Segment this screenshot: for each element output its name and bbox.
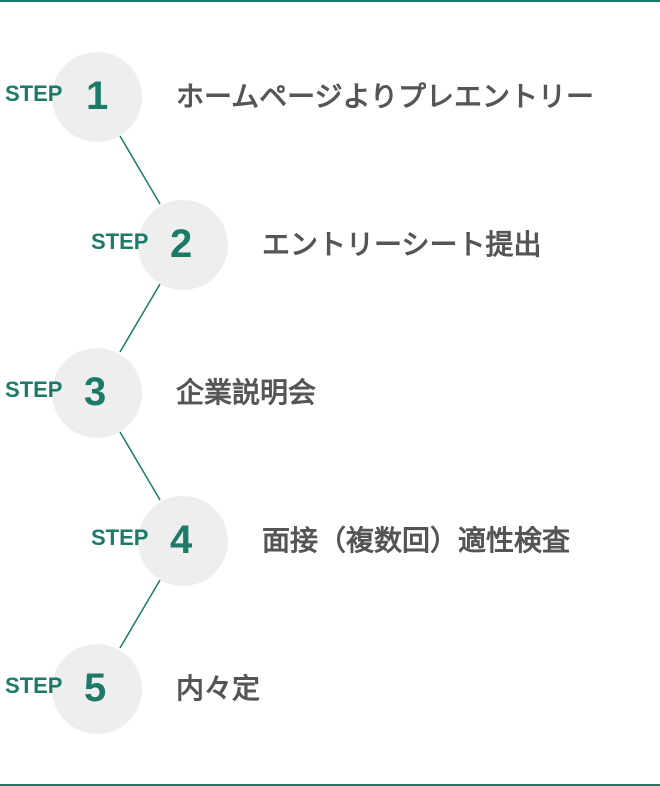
step-1-circle <box>52 52 142 142</box>
step-3-text: 企業説明会 <box>176 376 317 409</box>
step-5-label: STEP <box>5 673 63 698</box>
step-1-label: STEP <box>5 81 63 106</box>
step-1-text: ホームページよりプレエントリー <box>176 80 595 113</box>
step-4-text: 面接（複数回）適性検査 <box>262 524 571 557</box>
connector-3-4 <box>119 431 161 501</box>
step-5-text: 内々定 <box>176 672 261 705</box>
step-5-number: 5 <box>84 666 107 710</box>
step-2-number: 2 <box>170 222 193 266</box>
connector-4-5 <box>119 579 161 649</box>
step-4-number: 4 <box>170 518 193 562</box>
connector-2-3 <box>119 283 161 353</box>
step-2-circle <box>138 200 228 290</box>
step-3-number: 3 <box>84 370 107 414</box>
step-3-circle <box>52 348 142 438</box>
top-divider <box>0 0 660 2</box>
step-1-number: 1 <box>86 74 109 118</box>
step-5-circle <box>52 644 142 734</box>
step-4-circle <box>138 496 228 586</box>
step-2-text: エントリーシート提出 <box>262 228 542 261</box>
step-2-label: STEP <box>91 229 149 254</box>
bottom-divider <box>0 784 660 786</box>
connector-1-2 <box>119 135 161 205</box>
step-3-label: STEP <box>5 377 63 402</box>
step-4-label: STEP <box>91 525 149 550</box>
